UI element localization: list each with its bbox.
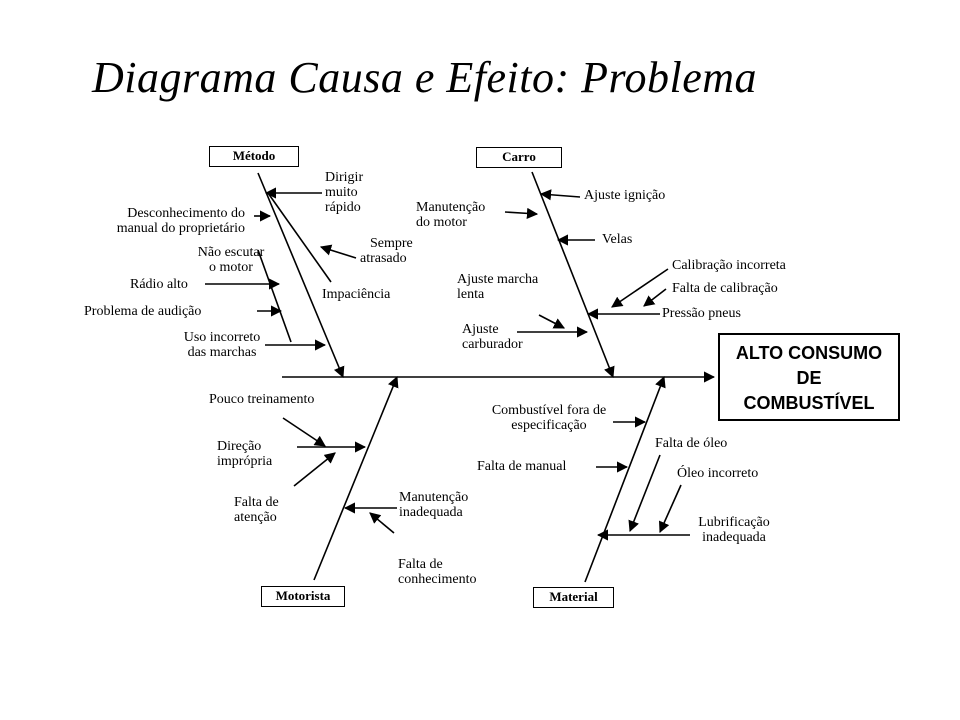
arrow-conhecimento <box>369 512 395 534</box>
arrow-manutencao-motor <box>504 207 539 219</box>
cause-manutencao-inadequada: Manutenção inadequada <box>399 490 469 520</box>
arrow-sempre-atrasado <box>319 244 357 259</box>
cause-pressao-pneus: Pressão pneus <box>662 306 741 321</box>
cause-sempre-atrasado: Sempre atrasado <box>360 236 413 266</box>
bone-motorista <box>313 375 399 581</box>
arrow-calibracao <box>611 268 669 308</box>
arrow-atencao <box>293 452 336 487</box>
page-title: Diagrama Causa e Efeito: Problema <box>92 53 758 102</box>
cause-direcao-impropria: Direção imprópria <box>217 439 273 469</box>
category-box-motorista: Motorista <box>261 586 345 607</box>
cause-ajuste-marcha-lenta: Ajuste marcha lenta <box>457 272 539 302</box>
cause-radio-alto: Rádio alto <box>130 277 188 292</box>
cause-oleo-incorreto: Óleo incorreto <box>677 466 759 481</box>
arrow-marcha-lenta <box>538 314 565 329</box>
cause-ajuste-ignicao: Ajuste ignição <box>584 188 666 203</box>
bone-material <box>584 375 666 583</box>
cause-falta-conhecimento: Falta de conhecimento <box>398 557 477 587</box>
cause-velas: Velas <box>602 232 633 247</box>
cause-desconhecimento: Desconhecimento do manual do proprietári… <box>116 206 245 236</box>
arrow-oleo-incorreto <box>658 484 682 534</box>
effect-line-2: DE <box>796 368 822 388</box>
cause-calibracao-incorreta: Calibração incorreta <box>672 258 786 273</box>
bone-metodo <box>257 172 345 379</box>
cause-impaciencia: Impaciência <box>322 287 391 302</box>
cause-combustivel-fora: Combustível fora de especificação <box>491 403 607 433</box>
arrow-ignicao <box>539 189 581 201</box>
cause-manutencao-motor: Manutenção do motor <box>416 200 486 230</box>
category-box-carro: Carro <box>476 147 562 168</box>
cause-falta-atencao: Falta de atenção <box>234 495 279 525</box>
effect-line-3: COMBUSTÍVEL <box>743 393 875 413</box>
cause-problema-audicao: Problema de audição <box>84 304 202 319</box>
cause-ajuste-carburador: Ajuste carburador <box>462 322 523 352</box>
sub-bone-dirigir <box>267 192 332 283</box>
cause-lubrificacao-inadequada: Lubrificação inadequada <box>698 515 770 545</box>
category-box-material: Material <box>533 587 614 608</box>
arrow-falta-oleo <box>628 454 661 533</box>
sub-bone-nao-escutar <box>257 249 292 343</box>
cause-dirigir-rapido: Dirigir muito rápido <box>325 170 364 215</box>
cause-falta-calibracao: Falta de calibração <box>672 281 778 296</box>
cause-falta-oleo: Falta de óleo <box>655 436 728 451</box>
effect-box: ALTO CONSUMO DE COMBUSTÍVEL <box>718 333 900 421</box>
arrow-pouco-treinamento <box>282 417 326 447</box>
bone-carro <box>531 171 615 379</box>
category-box-metodo: Método <box>209 146 299 167</box>
cause-uso-incorreto: Uso incorreto das marchas <box>183 330 261 360</box>
effect-line-1: ALTO CONSUMO <box>735 343 883 363</box>
arrow-falta-calibracao <box>643 288 667 307</box>
cause-falta-manual: Falta de manual <box>477 459 567 474</box>
cause-pouco-treinamento: Pouco treinamento <box>209 392 315 407</box>
cause-nao-escutar: Não escutar o motor <box>197 245 265 275</box>
